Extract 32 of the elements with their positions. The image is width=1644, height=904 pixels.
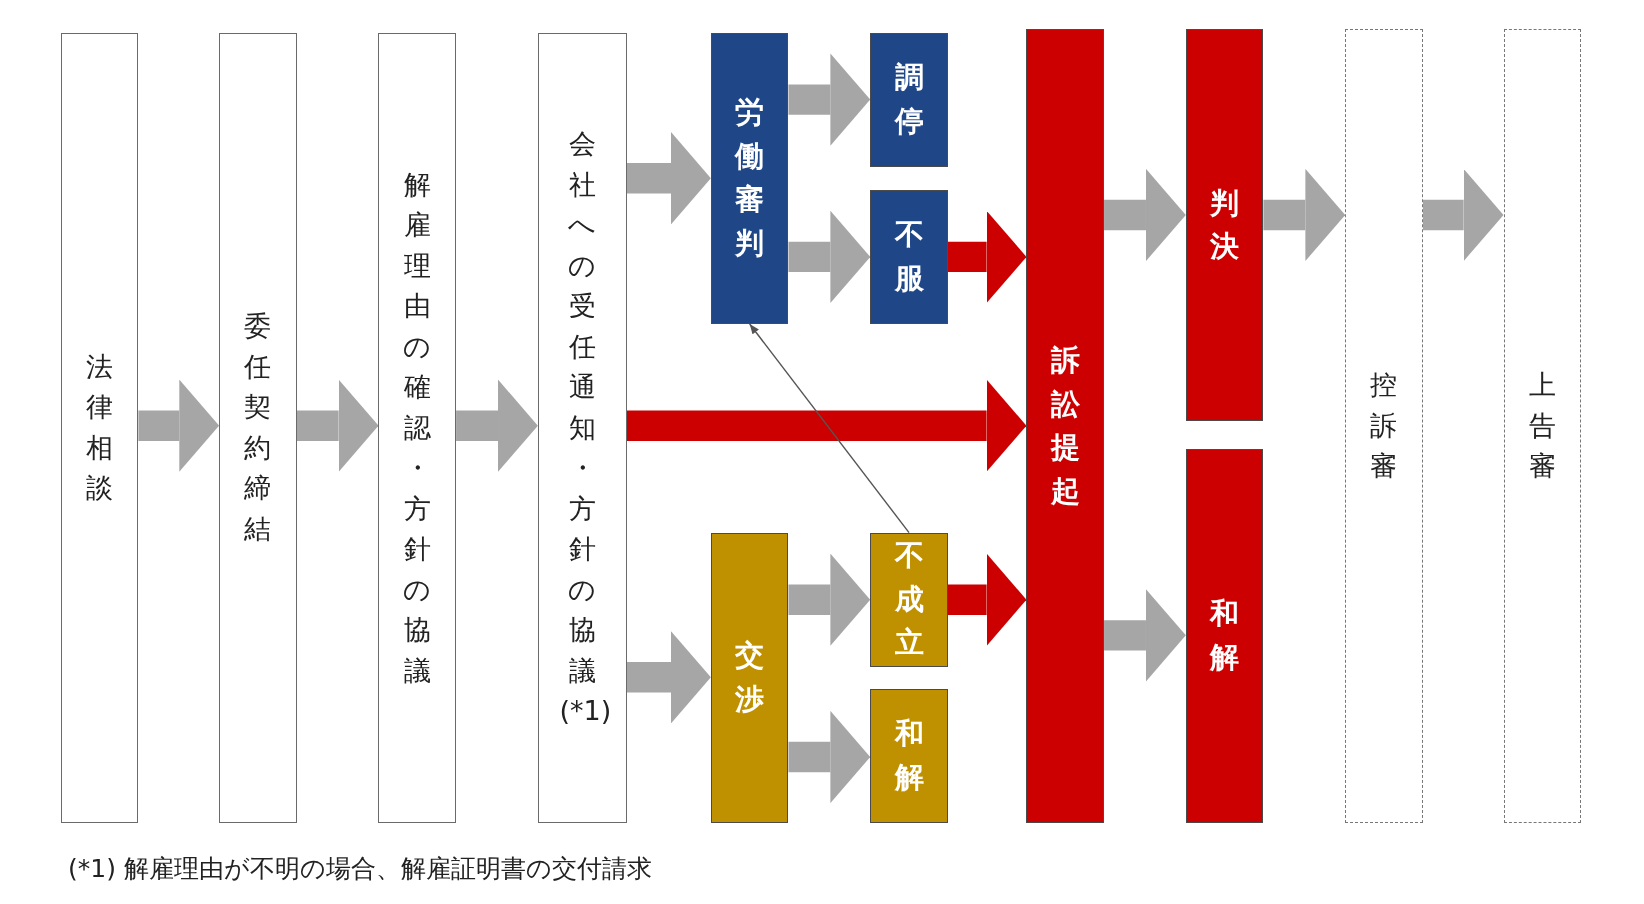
procedure-box: 交渉 (710, 532, 789, 824)
procedure-box: 不成立 (870, 532, 948, 667)
block-arrow (788, 53, 871, 146)
procedure-box: 和解 (1185, 448, 1264, 824)
block-arrow (456, 379, 538, 472)
block-arrow (1422, 168, 1504, 262)
dashed-box: 上告審 (1503, 29, 1582, 824)
process-box: 解雇理由の確認・方針の協議 (378, 32, 457, 824)
block-arrow (627, 132, 711, 225)
procedure-box: 和解 (870, 688, 948, 824)
footnote: (*1) 解雇理由が不明の場合、解雇証明書の交付請求 (68, 853, 652, 885)
procedure-box: 判決 (1185, 29, 1264, 422)
process-box: 会社への受任通知・方針の協議(*1) (537, 32, 627, 824)
block-arrow (1104, 589, 1186, 682)
procedure-box: 訴訟提起 (1026, 29, 1104, 824)
block-arrow (788, 710, 871, 804)
procedure-box: 労働審判 (710, 32, 789, 324)
block-arrow (1263, 168, 1346, 262)
process-box: 法律相談 (60, 32, 139, 824)
block-arrow (627, 631, 711, 724)
block-arrow (788, 553, 871, 646)
procedure-box: 調停 (870, 32, 948, 167)
process-box: 委任契約締結 (219, 32, 297, 824)
block-arrow (296, 379, 379, 472)
block-arrow (947, 210, 1027, 303)
block-arrow (627, 379, 1027, 472)
procedure-box: 不服 (870, 189, 948, 324)
block-arrow (138, 379, 220, 472)
arrow (748, 323, 910, 534)
block-arrow (947, 553, 1027, 646)
dashed-box: 控訴審 (1345, 29, 1423, 824)
block-arrow (1104, 168, 1186, 262)
